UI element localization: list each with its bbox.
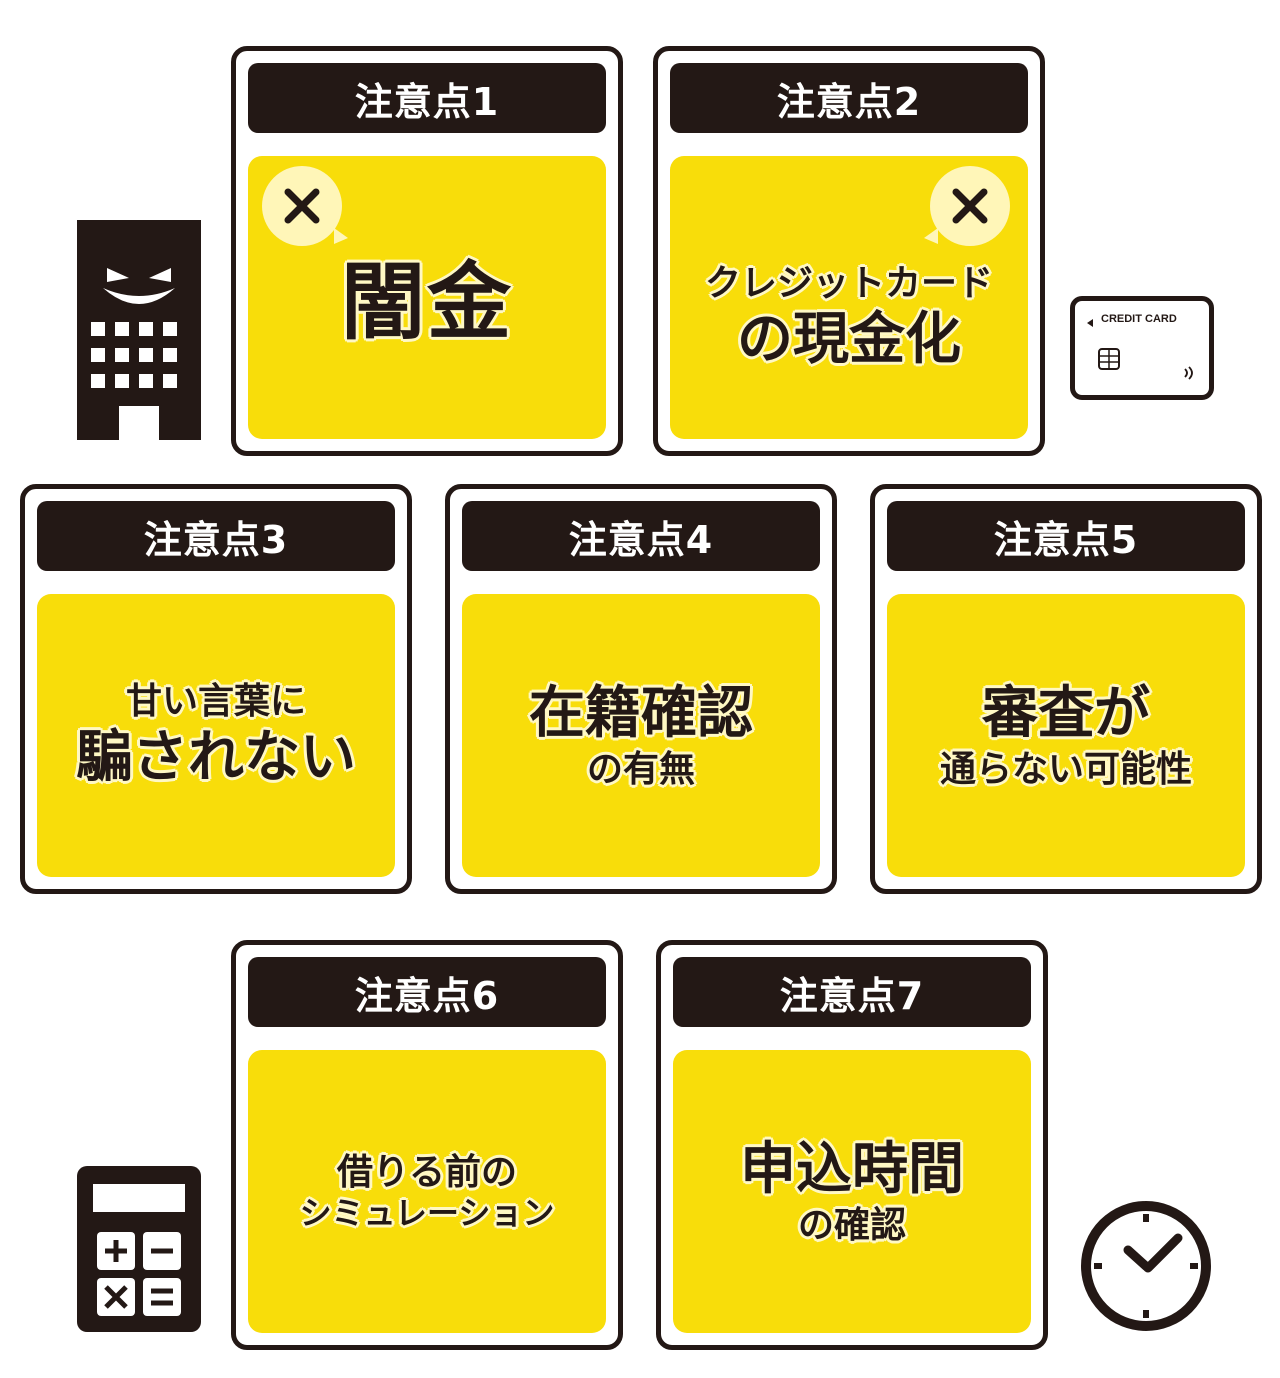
card-body: 申込時間 の確認 <box>673 1050 1031 1333</box>
calculator-icon <box>77 1166 201 1332</box>
card-line-2: シミュレーション <box>299 1193 555 1232</box>
caution-card-7: 注意点7 申込時間 の確認 <box>656 940 1048 1350</box>
caution-card-1: 注意点1 闇金 <box>231 46 623 456</box>
card-line-2: の有無 <box>586 748 695 790</box>
card-line-1: 借りる前の <box>336 1151 517 1193</box>
card-header: 注意点1 <box>248 63 606 133</box>
card-header: 注意点2 <box>670 63 1028 133</box>
card-body: 審査が 通らない可能性 <box>887 594 1245 877</box>
card-header: 注意点7 <box>673 957 1031 1027</box>
caution-card-3: 注意点3 甘い言葉に 騙されない <box>20 484 412 894</box>
card-body: 在籍確認 の有無 <box>462 594 820 877</box>
card-line-2: 通らない可能性 <box>939 748 1192 790</box>
card-line-1: 甘い言葉に <box>125 681 306 723</box>
card-line-2: の確認 <box>797 1204 906 1246</box>
card-line-2: の現金化 <box>737 306 961 372</box>
card-header: 注意点3 <box>37 501 395 571</box>
card-body: クレジットカード の現金化 <box>670 156 1028 439</box>
card-line-1: 審査が <box>982 681 1150 747</box>
caution-card-5: 注意点5 審査が 通らない可能性 <box>870 484 1262 894</box>
clock-icon <box>1081 1201 1211 1331</box>
card-header: 注意点6 <box>248 957 606 1027</box>
card-body: 闇金 <box>248 156 606 439</box>
card-line-1: 在籍確認 <box>529 681 753 747</box>
card-line-2: 騙されない <box>76 724 356 790</box>
card-line-1: 申込時間 <box>740 1137 964 1203</box>
evil-building-icon <box>77 220 201 440</box>
credit-card-label: CREDIT CARD <box>1101 313 1177 325</box>
card-main-text: 闇金 <box>340 253 513 352</box>
x-mark-icon <box>262 166 348 246</box>
credit-card-icon: CREDIT CARD <box>1070 296 1214 400</box>
x-mark-icon <box>924 166 1010 246</box>
card-header: 注意点4 <box>462 501 820 571</box>
card-header: 注意点5 <box>887 501 1245 571</box>
card-body: 甘い言葉に 騙されない <box>37 594 395 877</box>
caution-card-4: 注意点4 在籍確認 の有無 <box>445 484 837 894</box>
caution-card-2: 注意点2 クレジットカード の現金化 <box>653 46 1045 456</box>
caution-card-6: 注意点6 借りる前の シミュレーション <box>231 940 623 1350</box>
card-line-1: クレジットカード <box>704 263 993 305</box>
card-body: 借りる前の シミュレーション <box>248 1050 606 1333</box>
